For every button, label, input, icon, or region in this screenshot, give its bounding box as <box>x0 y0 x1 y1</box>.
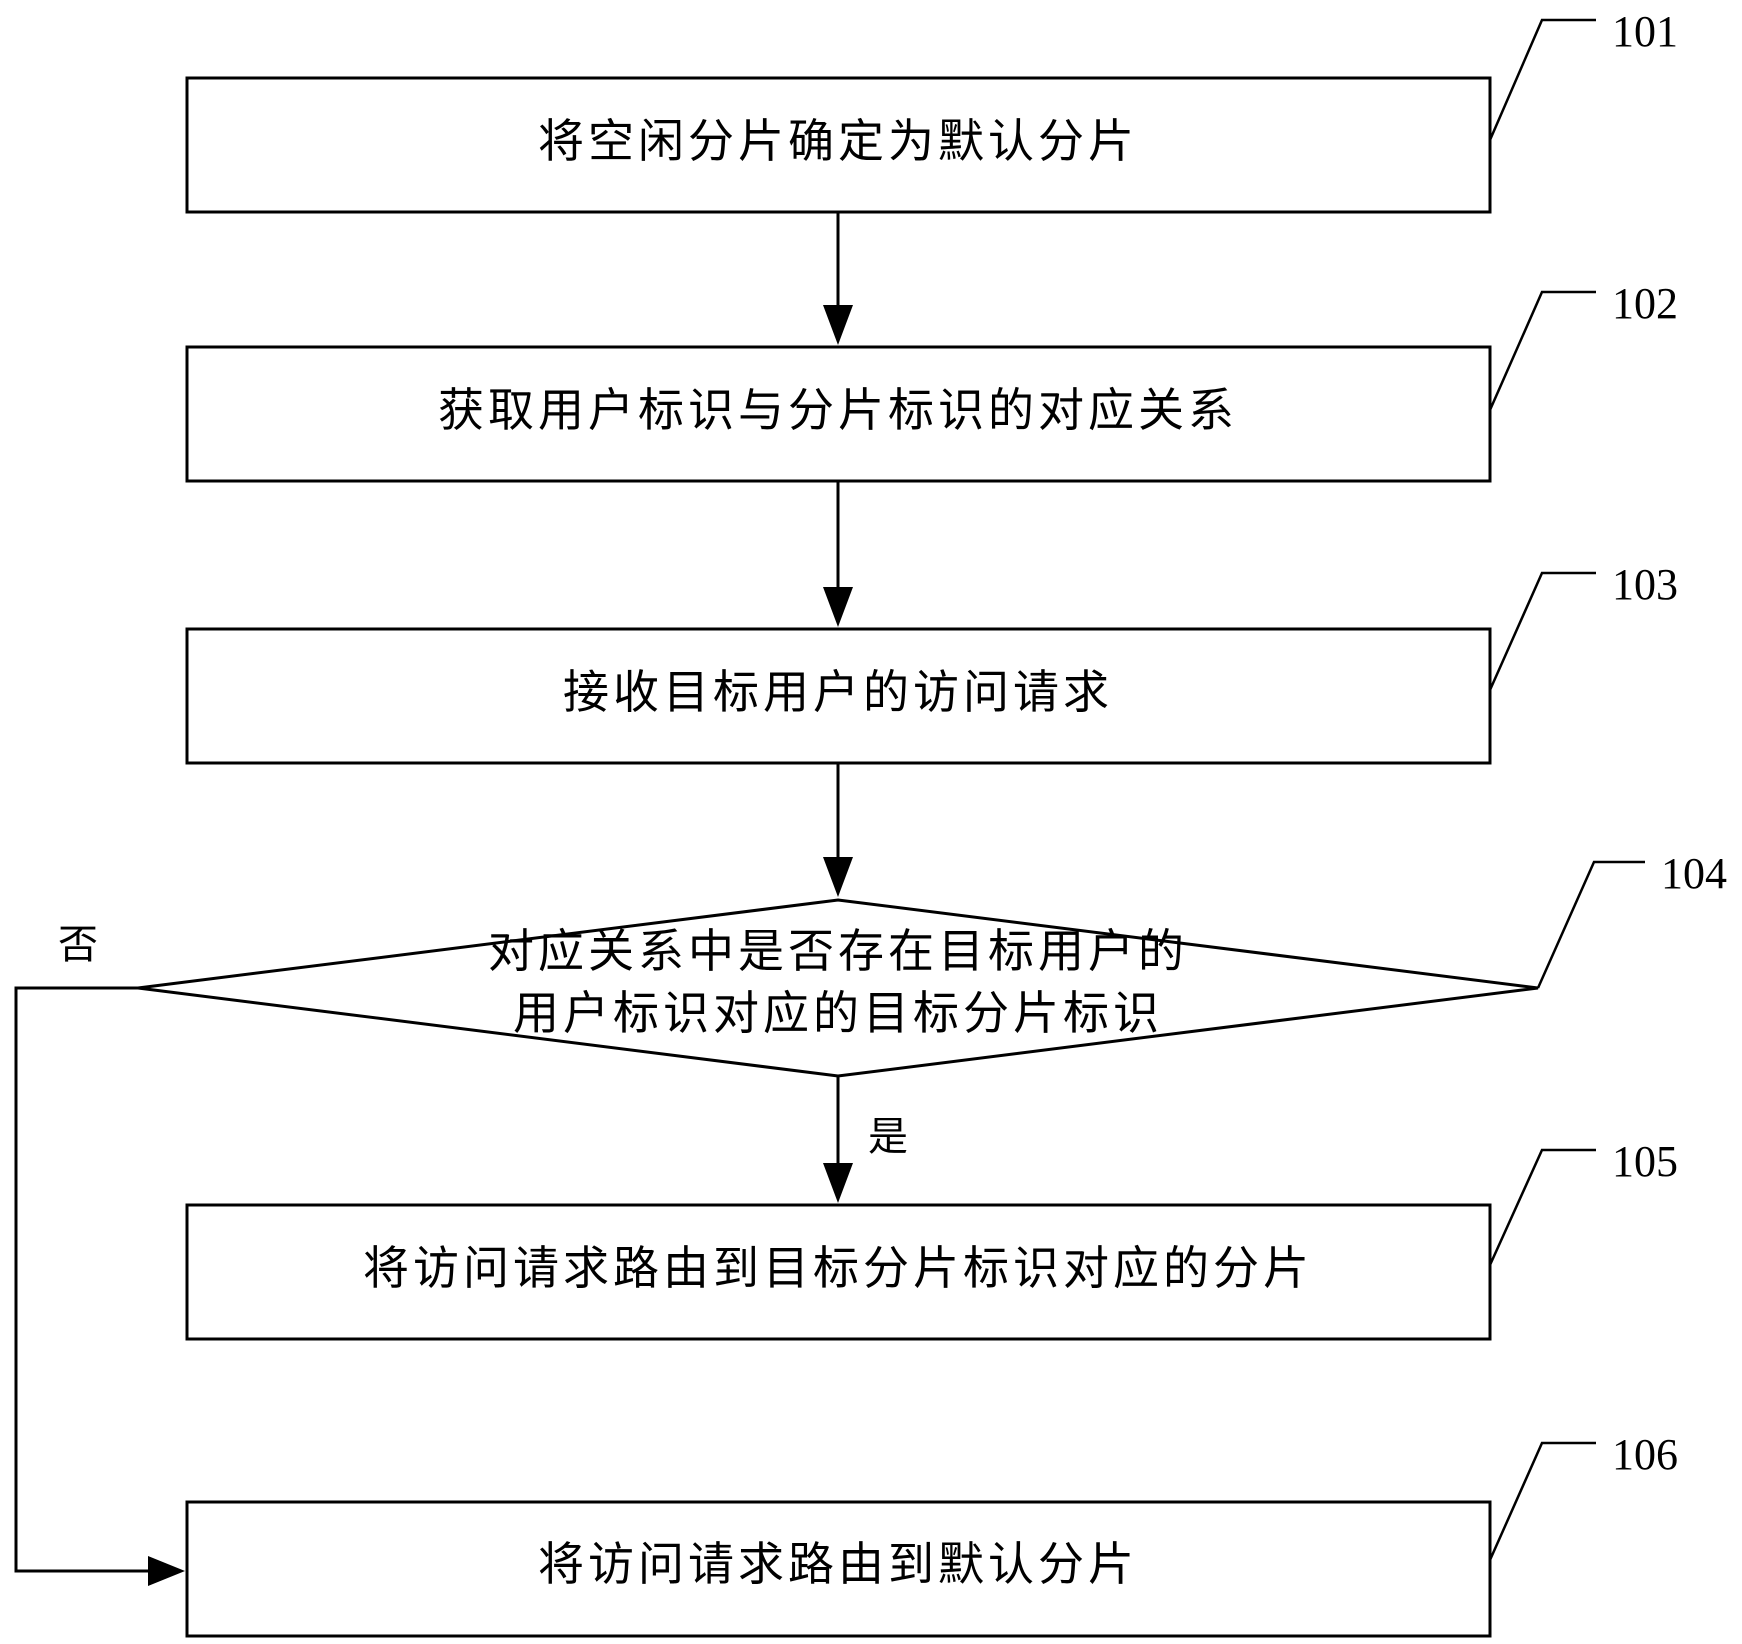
step-104-decision: 对应关系中是否存在目标用户的 用户标识对应的目标分片标识 104 <box>137 849 1727 1078</box>
step-104-leader <box>1536 860 1645 989</box>
step-106-leader <box>1488 1441 1596 1561</box>
step-104-ref: 104 <box>1661 849 1727 898</box>
step-105-ref: 105 <box>1612 1137 1678 1186</box>
step-101-leader <box>1488 18 1596 141</box>
step-102-text: 获取用户标识与分片标识的对应关系 <box>438 383 1238 437</box>
step-102-box <box>185 345 1492 483</box>
arrow-103-104-head <box>823 857 853 897</box>
step-102-ref: 102 <box>1612 279 1678 328</box>
branch-yes-label: 是 <box>868 1114 908 1160</box>
arrow-102-103-head <box>823 587 853 627</box>
step-106-ref: 106 <box>1612 1430 1678 1479</box>
step-101-ref: 101 <box>1612 7 1678 56</box>
step-105-text: 将访问请求路由到目标分片标识对应的分片 <box>363 1241 1313 1295</box>
step-105: 将访问请求路由到目标分片标识对应的分片 105 <box>185 1137 1678 1341</box>
arrow-104-106-head <box>148 1556 185 1586</box>
step-103-box <box>185 627 1492 765</box>
step-105-leader <box>1488 1148 1596 1266</box>
step-102: 获取用户标识与分片标识的对应关系 102 <box>185 279 1678 483</box>
step-106-text: 将访问请求路由到默认分片 <box>538 1537 1138 1591</box>
step-101-text: 将空闲分片确定为默认分片 <box>538 114 1138 168</box>
arrow-104-106-path <box>14 986 152 1573</box>
step-106: 将访问请求路由到默认分片 106 <box>185 1430 1678 1638</box>
step-106-box <box>185 1500 1492 1638</box>
step-102-leader <box>1488 290 1596 411</box>
step-103-leader <box>1488 571 1596 691</box>
step-101-box <box>185 76 1492 214</box>
step-104-text-line1: 对应关系中是否存在目标用户的 <box>488 924 1188 978</box>
step-105-box <box>185 1203 1492 1341</box>
step-101: 将空闲分片确定为默认分片 101 <box>185 7 1678 214</box>
branch-no-label: 否 <box>58 922 98 968</box>
step-103-ref: 103 <box>1612 560 1678 609</box>
arrow-101-102-head <box>823 305 853 345</box>
step-104-text-line2: 用户标识对应的目标分片标识 <box>513 986 1163 1040</box>
arrow-104-105-head <box>823 1163 853 1203</box>
step-103-text: 接收目标用户的访问请求 <box>563 665 1113 719</box>
step-103: 接收目标用户的访问请求 103 <box>185 560 1678 765</box>
